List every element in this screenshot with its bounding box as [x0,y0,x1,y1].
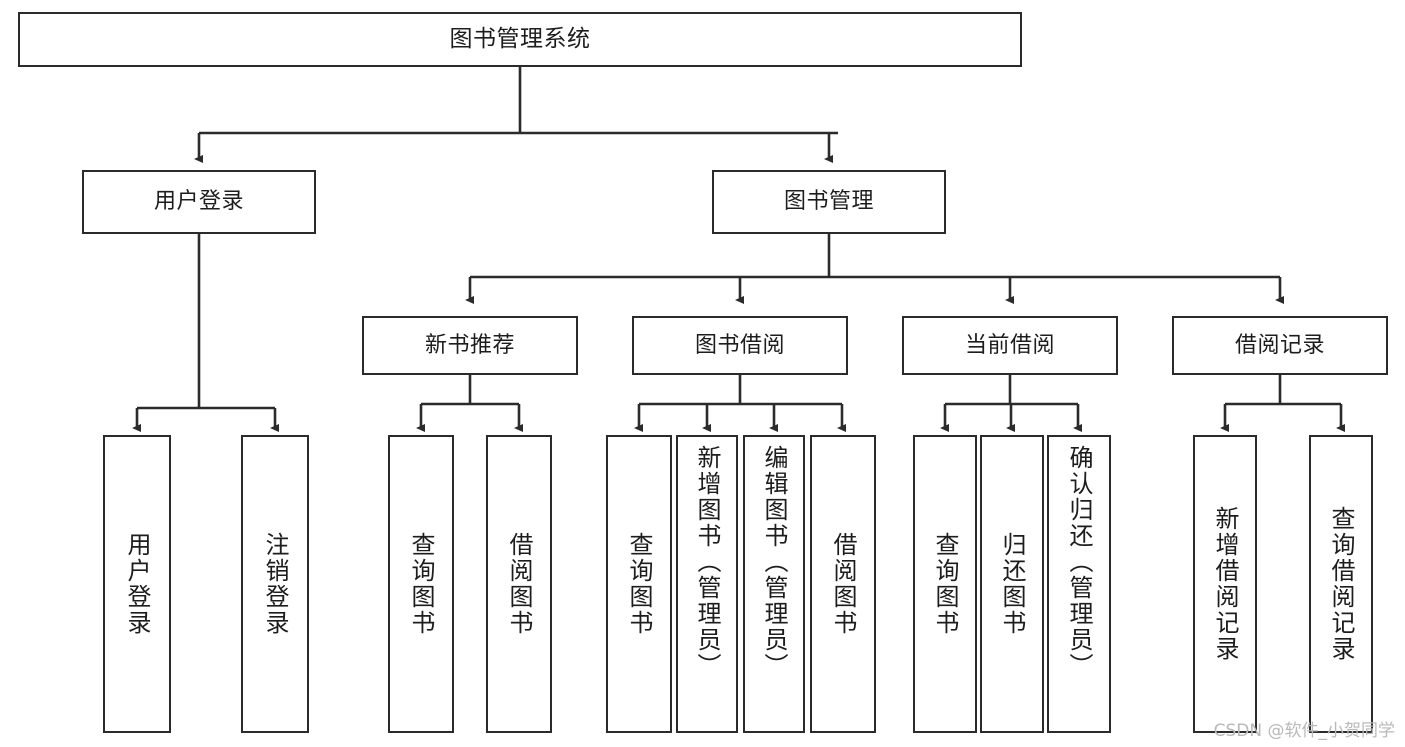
node-label: 图书管理 [783,189,874,215]
node-label: 借阅图书 [505,532,533,636]
node-book-borrow[interactable]: 图书借阅 [632,316,848,375]
node-label: 查询借阅记录 [1327,506,1355,662]
leaf-user-login-login[interactable]: 用户登录 [103,435,171,733]
node-label: 查询图书 [625,532,653,636]
leaf-current-borrow-query-book[interactable]: 查询图书 [913,435,977,733]
node-label: 新增借阅记录 [1211,506,1239,662]
leaf-borrow-record-add-record[interactable]: 新增借阅记录 [1193,435,1257,733]
node-label: 归还图书 [998,532,1026,636]
leaf-current-borrow-return-book[interactable]: 归还图书 [980,435,1044,733]
node-label: 新增图书（管理员） [693,445,721,679]
node-user-login[interactable]: 用户登录 [82,170,316,234]
leaf-book-borrow-query-book[interactable]: 查询图书 [606,435,672,733]
node-label: 当前借阅 [964,332,1055,358]
node-label: 图书管理系统 [449,25,591,52]
node-book-management[interactable]: 图书管理 [712,170,946,234]
watermark: CSDN @软件_小贺同学 [1213,721,1395,741]
node-label: 编辑图书（管理员） [760,445,788,679]
leaf-current-borrow-confirm-return-admin[interactable]: 确认归还（管理员） [1047,435,1111,733]
leaf-book-borrow-borrow-book[interactable]: 借阅图书 [810,435,876,733]
leaf-new-book-borrow-book[interactable]: 借阅图书 [486,435,552,733]
node-label: 借阅图书 [829,532,857,636]
leaf-new-book-query-book[interactable]: 查询图书 [388,435,454,733]
node-current-borrow[interactable]: 当前借阅 [902,316,1118,375]
leaf-user-login-logout[interactable]: 注销登录 [241,435,309,733]
node-label: 查询图书 [931,532,959,636]
node-root-book-management-system[interactable]: 图书管理系统 [18,12,1022,67]
node-label: 确认归还（管理员） [1065,445,1093,679]
node-label: 用户登录 [153,189,244,215]
node-label: 用户登录 [123,532,151,636]
node-new-book-recommend[interactable]: 新书推荐 [362,316,578,375]
node-label: 图书借阅 [694,332,785,358]
node-label: 注销登录 [261,532,289,636]
leaf-borrow-record-query-record[interactable]: 查询借阅记录 [1309,435,1373,733]
node-label: 查询图书 [407,532,435,636]
leaf-book-borrow-edit-book-admin[interactable]: 编辑图书（管理员） [743,435,805,733]
leaf-book-borrow-add-book-admin[interactable]: 新增图书（管理员） [676,435,738,733]
node-label: 借阅记录 [1234,332,1325,358]
node-label: 新书推荐 [424,332,515,358]
node-borrow-record[interactable]: 借阅记录 [1172,316,1388,375]
